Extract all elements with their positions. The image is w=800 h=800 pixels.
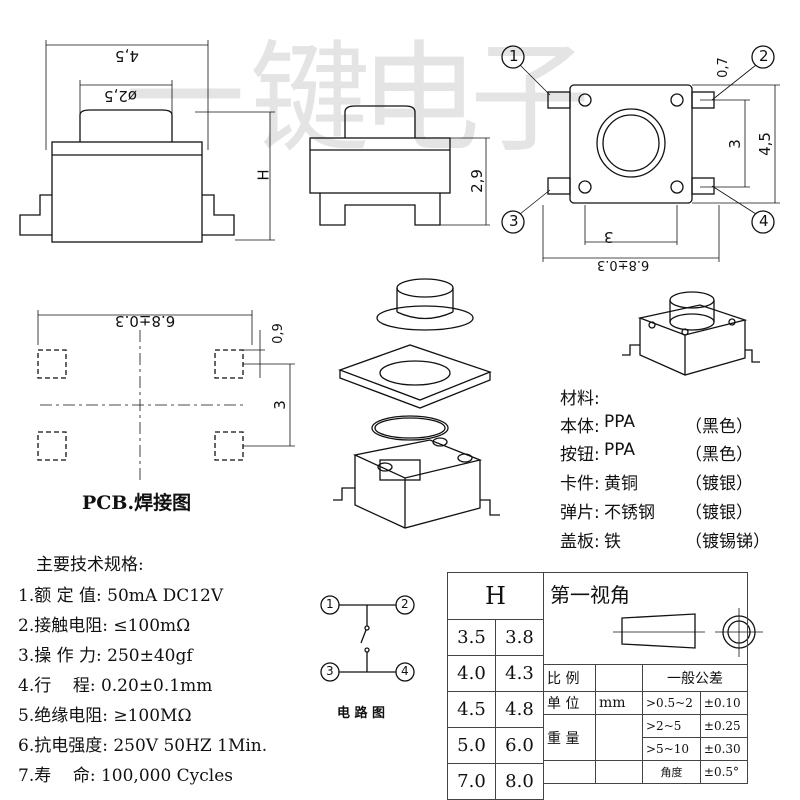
top-view-drawing: [501, 45, 780, 262]
material-part: 卡件:: [560, 474, 600, 494]
exploded-view-drawing: [333, 278, 500, 529]
pin-1-label: 1: [509, 47, 519, 65]
table-cell: 7.0: [447, 763, 496, 800]
body-size-dimension: 4,5: [755, 132, 774, 156]
first-angle-projection-symbol: [613, 608, 763, 657]
spec-item: 6.抗电强度: 250V 50HZ 1Min.: [18, 736, 268, 756]
watermark: 电: [360, 30, 480, 169]
material-note: （镀锡锑）: [685, 532, 770, 552]
material-name: PPA: [604, 440, 636, 460]
spec-item: 7.寿 命: 100,000 Cycles: [18, 766, 234, 786]
isometric-view-drawing: [622, 291, 760, 376]
tolerance-value: ±0.5°: [699, 760, 749, 784]
pcb-pitch-dimension: 3: [270, 400, 289, 410]
table-cell: 6.0: [495, 727, 544, 764]
pin-3-label: 3: [509, 212, 519, 230]
material-name: 黄铜: [604, 474, 638, 494]
table-cell: 5.0: [447, 727, 496, 764]
circuit-label: 电 路 图: [337, 706, 386, 721]
material-name: 不锈钢: [604, 503, 655, 523]
pitch-horizontal-dimension: 3: [604, 228, 614, 246]
pin-2-label: 2: [759, 47, 769, 65]
material-part: 盖板:: [560, 532, 600, 552]
tolerance-value: ±0.25: [699, 714, 749, 738]
pin-4-label: 4: [759, 212, 769, 230]
watermark: 一: [125, 30, 245, 169]
circuit-diagram: [320, 595, 415, 682]
table-cell: 4.8: [495, 691, 544, 728]
specs-title: 主要技术规格:: [36, 555, 144, 575]
tolerance-range: >0.5~2: [642, 691, 701, 715]
pitch-vertical-dimension: 3: [725, 139, 744, 149]
table-cell: 4.3: [495, 655, 544, 692]
pcb-title: PCB.焊接图: [82, 492, 192, 514]
material-note: （镀银）: [685, 503, 753, 523]
material-part: 本体:: [560, 417, 600, 437]
h-table-header: H: [447, 572, 544, 620]
tolerance-value: ±0.10: [699, 691, 749, 715]
circuit-pin-4: 4: [401, 664, 409, 678]
weight-label: 重 量: [543, 714, 596, 761]
tolerance-range: 角度: [642, 760, 701, 784]
material-note: （镀银）: [685, 474, 753, 494]
spec-item: 5.绝缘电阻: ≥100MΩ: [18, 706, 192, 726]
material-note: （黑色）: [685, 417, 753, 437]
circuit-pin-3: 3: [326, 664, 334, 678]
body-height-dimension: 2,9: [467, 169, 486, 193]
pcb-layout-drawing: [37, 310, 295, 480]
front-view-drawing: [309, 105, 490, 226]
table-cell: 3.8: [495, 619, 544, 656]
span-dimension: 6.8±0.3: [597, 257, 650, 272]
projection-title: 第一视角: [550, 583, 630, 607]
side-view-drawing: [19, 40, 275, 243]
table-cell: 4.5: [447, 691, 496, 728]
pcb-span-dimension: 6.8±0.3: [115, 312, 176, 330]
spec-item: 2.接触电阻: ≤100mΩ: [18, 616, 191, 636]
tolerance-value: ±0.30: [699, 737, 749, 761]
scale-label: 比 例: [543, 664, 596, 692]
table-cell: 8.0: [495, 763, 544, 800]
materials-title: 材料:: [560, 389, 600, 409]
pcb-pad-dimension: 0,9: [270, 323, 286, 344]
circuit-pin-1: 1: [326, 597, 334, 611]
material-note: （黑色）: [685, 445, 753, 465]
table-cell: 3.5: [447, 619, 496, 656]
spec-item: 4.行 程: 0.20±0.1mm: [18, 676, 213, 696]
spec-item: 1.额 定 值: 50mA DC12V: [18, 586, 224, 606]
unit-label: 单 位: [543, 691, 596, 715]
unit-value: mm: [595, 691, 643, 715]
table-cell: 4.0: [447, 655, 496, 692]
material-name: PPA: [604, 412, 636, 432]
material-part: 弹片:: [560, 503, 600, 523]
circuit-pin-2: 2: [401, 597, 409, 611]
height-dimension: H: [254, 169, 273, 181]
pin-width-dimension: 0,7: [715, 57, 731, 78]
projection-box: 第一视角: [543, 572, 748, 665]
material-name: 铁: [604, 532, 621, 552]
tolerance-title: 一般公差: [642, 664, 748, 692]
tolerance-range: >5~10: [642, 737, 701, 761]
width-dimension: 4,5: [115, 47, 139, 65]
cap-diameter-dimension: ø2,5: [104, 87, 138, 105]
spec-item: 3.操 作 力: 250±40gf: [18, 646, 193, 666]
tolerance-range: >2~5: [642, 714, 701, 738]
material-part: 按钮:: [560, 445, 600, 465]
